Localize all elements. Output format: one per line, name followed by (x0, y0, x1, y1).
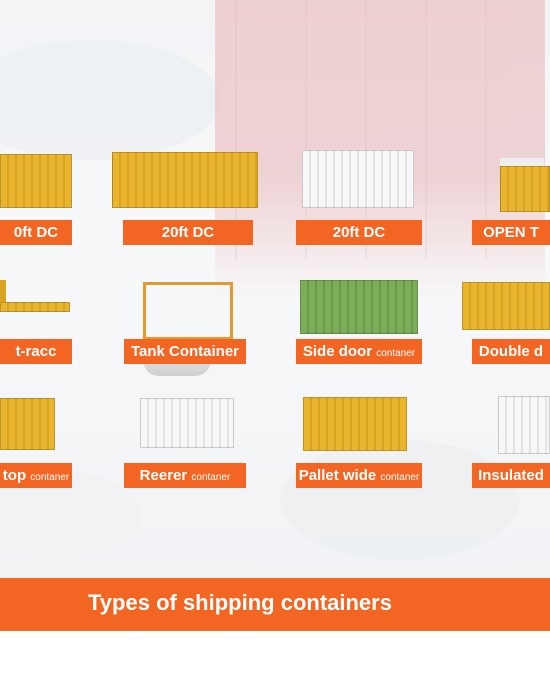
container-label: Pallet wide contaner (296, 463, 422, 488)
container-image (0, 150, 72, 208)
title-banner: Types of shipping containers (0, 578, 550, 631)
container-label: t-racc (0, 339, 72, 364)
container-label: top contaner (0, 463, 72, 488)
container-image (140, 398, 234, 448)
container-image (0, 280, 70, 322)
container-image (302, 150, 414, 208)
container-label: Insulated (472, 463, 550, 488)
container-image (112, 152, 258, 210)
container-label: Double d (472, 339, 550, 364)
container-image (498, 396, 550, 454)
container-image (303, 397, 407, 453)
container-label: Reerer contaner (124, 463, 246, 488)
container-label: 20ft DC (296, 220, 422, 245)
container-image (0, 398, 55, 450)
container-image (143, 282, 233, 376)
world-map-shape (280, 440, 520, 560)
container-image (300, 280, 418, 334)
world-map-shape (0, 40, 220, 160)
banner-title: Types of shipping containers (88, 590, 392, 615)
container-label: 0ft DC (0, 220, 72, 245)
container-image (462, 282, 550, 330)
container-label: Tank Container (124, 339, 246, 364)
container-image (500, 158, 550, 214)
container-label: 20ft DC (123, 220, 253, 245)
container-label: Side door contaner (296, 339, 422, 364)
container-label: OPEN T (472, 220, 550, 245)
